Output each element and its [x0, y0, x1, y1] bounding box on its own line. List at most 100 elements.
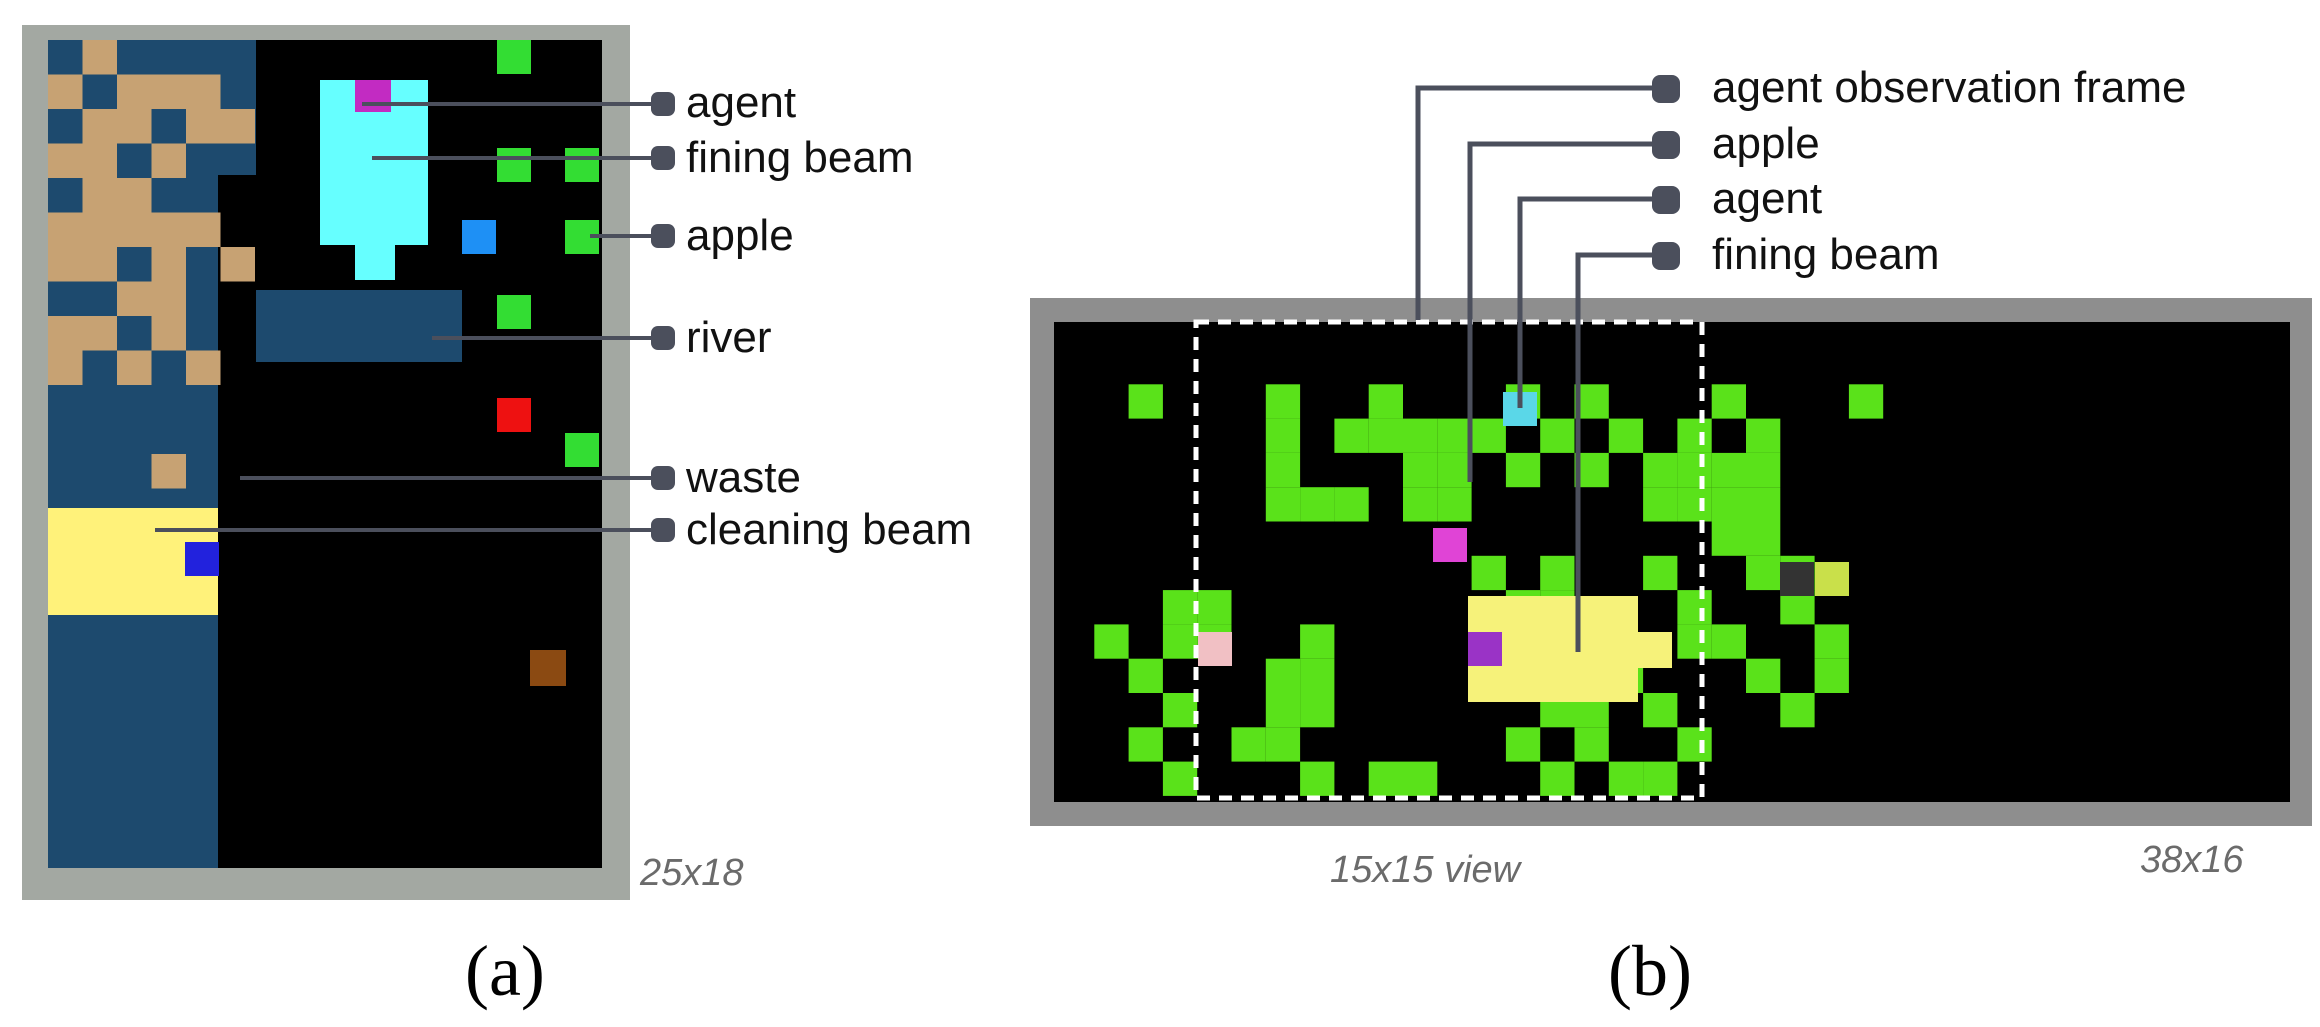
apple-tile — [1300, 658, 1335, 693]
waste-tile — [48, 316, 83, 351]
waste-tile — [82, 143, 117, 178]
label-agent-b: agent — [1712, 174, 1822, 223]
panel-a: agent fining beam apple river waste clea… — [22, 25, 972, 1011]
agent-red — [497, 398, 531, 432]
apple-tile — [1505, 727, 1541, 762]
label-agent: agent — [686, 78, 796, 127]
label-apple-b: apple — [1712, 119, 1820, 168]
apple-tile — [1814, 624, 1849, 659]
apple-tile — [1746, 521, 1781, 556]
waste-tile — [186, 212, 221, 247]
apple-tile — [1711, 384, 1746, 419]
waste-tile — [151, 74, 186, 109]
waste-tile — [117, 212, 152, 247]
agent-purple — [1468, 632, 1502, 666]
waste-tile — [151, 316, 186, 351]
apple-tile — [1403, 452, 1438, 488]
apple-tile — [1746, 487, 1781, 522]
apple-tile — [1677, 487, 1712, 522]
label-cleaning-beam: cleaning beam — [686, 505, 972, 554]
apple-tile — [1368, 384, 1403, 419]
apple — [497, 148, 531, 182]
apple-tile — [1437, 487, 1472, 522]
apple-tile — [1403, 761, 1438, 796]
apple-tile — [1540, 555, 1575, 591]
apple-tile — [1265, 487, 1301, 522]
waste-tile — [117, 74, 152, 109]
apple-tile — [1128, 727, 1163, 762]
agent-lightblue — [462, 220, 496, 254]
waste-tile — [48, 247, 83, 282]
agent-pink — [1198, 632, 1232, 666]
callout-dot — [651, 224, 675, 248]
callout-dot — [651, 326, 675, 350]
apple-tile — [1643, 693, 1678, 728]
apple-tile — [1471, 555, 1506, 591]
label-firing-beam: fining beam — [686, 133, 913, 182]
agent-olive — [1815, 562, 1849, 596]
apple-tile — [1677, 590, 1712, 625]
waste-tile — [151, 212, 186, 247]
apple-tile — [1128, 658, 1163, 693]
callout-dot — [651, 92, 675, 116]
apple-tile — [1162, 761, 1198, 796]
waste-tile — [117, 178, 152, 213]
agent-magenta — [355, 80, 391, 112]
callout-dot — [1652, 242, 1680, 270]
apple-tile — [1746, 658, 1781, 693]
agent-dark — [1780, 562, 1814, 596]
apple-tile — [1746, 418, 1781, 453]
waste-tile — [48, 212, 83, 247]
apple-tile — [1162, 624, 1198, 659]
firing-beam — [320, 80, 428, 280]
apple-tile — [1197, 590, 1232, 625]
apple-tile — [1574, 727, 1609, 762]
apple-tile — [1437, 418, 1472, 453]
waste-tile — [186, 74, 221, 109]
apple-tile — [1677, 452, 1712, 488]
waste-tile — [117, 350, 152, 385]
waste-tile — [117, 109, 152, 144]
waste-tile — [48, 143, 83, 178]
apple-tile — [1403, 418, 1438, 453]
apple-tile — [1403, 487, 1438, 522]
apple-tile — [1231, 727, 1266, 762]
apple-tile — [1677, 418, 1712, 453]
waste-tile — [48, 74, 83, 109]
apple-tile — [1711, 452, 1746, 488]
apple-tile — [1368, 418, 1403, 453]
apple-tile — [1711, 624, 1746, 659]
callout-dot — [651, 466, 675, 490]
apple-tile — [1643, 487, 1678, 522]
waste-tile — [48, 350, 83, 385]
apple-tile — [1094, 624, 1129, 659]
apple-tile — [1677, 624, 1712, 659]
waste-tile — [82, 40, 117, 75]
panel-a-size: 25x18 — [639, 852, 744, 894]
agent-hotpink — [1433, 528, 1467, 562]
apple-tile — [1368, 761, 1403, 796]
apple-tile — [1848, 384, 1884, 419]
apple-tile — [1643, 555, 1678, 591]
panel-a-caption: (a) — [465, 931, 545, 1011]
apple-tile — [1265, 727, 1301, 762]
apple-tile — [1265, 658, 1301, 693]
apple-tile — [1162, 693, 1198, 728]
waste-tile — [151, 247, 186, 282]
waste-tile — [82, 316, 117, 351]
apple-tile — [1814, 658, 1849, 693]
apple — [565, 148, 599, 182]
apple — [497, 40, 531, 74]
panel-b-caption: (b) — [1608, 931, 1692, 1011]
label-waste: waste — [685, 453, 801, 502]
apple — [497, 295, 531, 329]
waste-tile — [82, 247, 117, 282]
firing-beam-b — [1468, 596, 1672, 702]
apple-tile — [1265, 452, 1301, 488]
apple-tile — [1300, 693, 1335, 728]
apple-tile — [1300, 487, 1335, 522]
apple-tile — [1746, 452, 1781, 488]
waste-tile — [82, 212, 117, 247]
apple-tile — [1265, 693, 1301, 728]
